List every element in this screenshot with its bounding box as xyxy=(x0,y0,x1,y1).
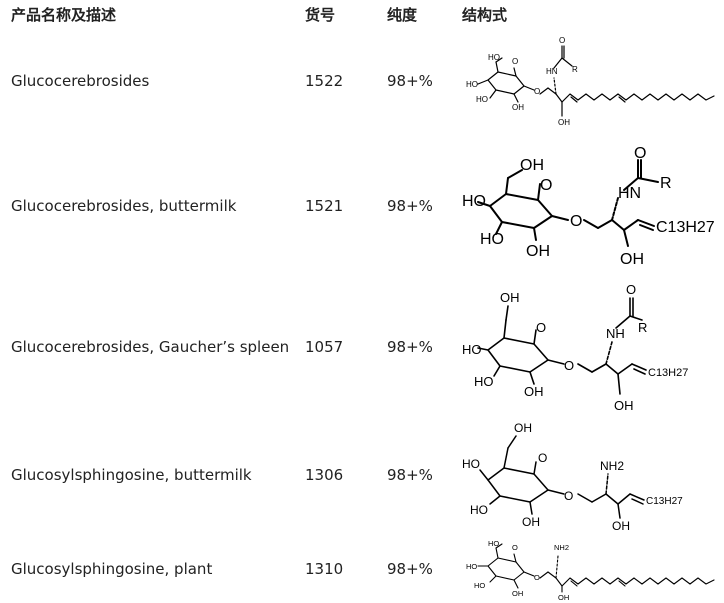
row-3-name: Glucocerebrosides, Gaucher’s spleen xyxy=(11,338,290,356)
row-1-name: Glucocerebrosides xyxy=(11,72,150,90)
struct5-nh2: NH2 xyxy=(554,543,569,552)
row-4-catalog: 1306 xyxy=(305,466,344,484)
struct1-o-carbonyl: O xyxy=(559,36,565,45)
struct4-ho-1: HO xyxy=(462,457,480,471)
row-5-catalog: 1310 xyxy=(305,560,344,578)
row-2-name: Glucocerebrosides, buttermilk xyxy=(11,197,237,215)
struct5-o-ring: O xyxy=(512,543,518,552)
struct3-oh-1: OH xyxy=(500,290,520,305)
struct3-oh-2: OH xyxy=(524,384,544,399)
row-4-purity: 98+% xyxy=(387,466,433,484)
struct1-ho-2: HO xyxy=(476,95,488,104)
struct4-o-link: O xyxy=(564,489,573,503)
struct1-r: R xyxy=(572,65,578,74)
struct2-ho-1: HO xyxy=(462,193,486,210)
struct2-r: R xyxy=(660,175,672,192)
struct4-o-ring: O xyxy=(538,451,547,465)
row-5-purity: 98+% xyxy=(387,560,433,578)
struct3-nh: NH xyxy=(606,326,625,341)
struct4-oh-1: OH xyxy=(514,421,532,435)
struct4-oh-3: OH xyxy=(612,519,630,533)
row-5-structure-image: HO HO HO O OH O NH2 OH xyxy=(466,539,715,602)
struct5-ho-2: HO xyxy=(474,581,485,590)
struct5-ho-1: HO xyxy=(466,562,477,571)
row-4-structure-image: HO OH HO O OH O NH2 OH C13H27 xyxy=(462,421,683,533)
struct5-oh-2: OH xyxy=(558,593,569,602)
header-structure: 结构式 xyxy=(462,6,508,24)
struct1-ho-3: HO xyxy=(488,53,500,62)
struct1-o-ring: O xyxy=(512,57,518,66)
struct1-o-link: O xyxy=(534,87,540,96)
row-3-catalog: 1057 xyxy=(305,338,344,356)
struct2-hn: HN xyxy=(618,185,641,202)
struct1-oh-1: OH xyxy=(512,103,524,112)
row-1-structure-image: HO HO HO O OH O HN O R OH xyxy=(466,36,715,127)
struct1-oh-2: OH xyxy=(558,118,570,127)
struct2-o-ring: O xyxy=(540,177,552,194)
row-3-structure-image: HO OH HO O OH O NH O R OH C13H27 xyxy=(462,282,688,413)
struct3-o-ring: O xyxy=(536,320,546,335)
struct1-hn: HN xyxy=(546,67,558,76)
struct2-c13h27: C13H27 xyxy=(656,219,715,236)
struct1-ho-1: HO xyxy=(466,80,478,89)
struct2-oh-1: OH xyxy=(520,157,544,174)
struct2-oh-3: OH xyxy=(620,251,644,268)
struct2-o-carbonyl: O xyxy=(634,145,646,162)
struct2-ho-2: HO xyxy=(480,231,504,248)
row-1-purity: 98+% xyxy=(387,72,433,90)
header-catalog-number: 货号 xyxy=(305,6,336,24)
row-3-purity: 98+% xyxy=(387,338,433,356)
struct3-r: R xyxy=(638,320,647,335)
struct3-oh-3: OH xyxy=(614,398,634,413)
struct4-nh2: NH2 xyxy=(600,459,624,473)
struct3-o-link: O xyxy=(564,358,574,373)
row-2-purity: 98+% xyxy=(387,197,433,215)
struct4-c13h27: C13H27 xyxy=(646,496,683,507)
struct5-ho-3: HO xyxy=(488,539,499,548)
struct3-o-carbonyl: O xyxy=(626,282,636,297)
row-5-name: Glucosylsphingosine, plant xyxy=(11,560,213,578)
struct5-oh-1: OH xyxy=(512,589,523,598)
struct3-c13h27: C13H27 xyxy=(648,367,688,379)
struct2-o-link: O xyxy=(570,213,582,230)
row-2-catalog: 1521 xyxy=(305,197,344,215)
struct3-ho-1: HO xyxy=(462,342,482,357)
struct4-oh-2: OH xyxy=(522,515,540,529)
row-2-structure-image: HO OH HO O OH O HN O R OH C13H27 xyxy=(462,145,715,268)
struct3-ho-2: HO xyxy=(474,374,494,389)
row-1-catalog: 1522 xyxy=(305,72,344,90)
row-4-name: Glucosylsphingosine, buttermilk xyxy=(11,466,252,484)
header-product-name: 产品名称及描述 xyxy=(11,6,117,24)
struct2-oh-2: OH xyxy=(526,243,550,260)
header-purity: 纯度 xyxy=(387,6,418,24)
struct4-ho-2: HO xyxy=(470,503,488,517)
struct5-o-link: O xyxy=(534,573,540,582)
